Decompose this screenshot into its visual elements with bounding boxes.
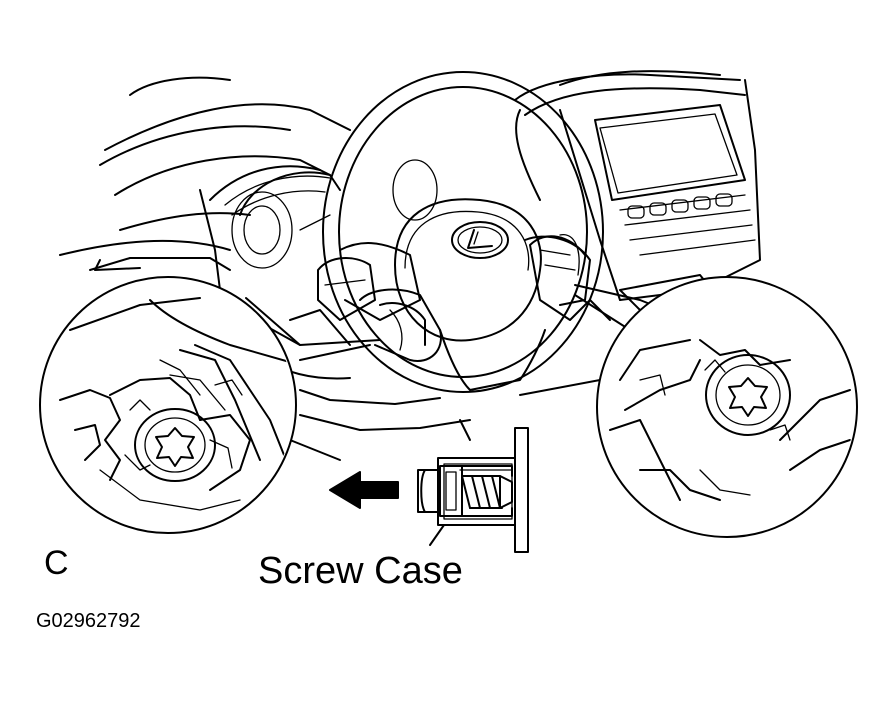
torx-screw-icon	[728, 377, 768, 417]
steering-wheel	[317, 71, 604, 393]
dashboard-outline	[59, 76, 601, 461]
torx-screw-icon	[155, 427, 195, 467]
leader-lines	[245, 284, 666, 361]
left-arrow-icon	[329, 471, 399, 509]
figure-id: G02962792	[36, 610, 141, 632]
view-label: C	[44, 544, 69, 582]
spring-coil	[461, 475, 503, 509]
right-detail-circle	[596, 276, 858, 538]
screw-case-label: Screw Case	[258, 550, 463, 592]
left-detail-circle	[39, 276, 297, 534]
radio-buttons	[627, 193, 733, 219]
screw-case-illustration	[417, 427, 529, 553]
lexus-emblem-icon	[451, 221, 509, 259]
